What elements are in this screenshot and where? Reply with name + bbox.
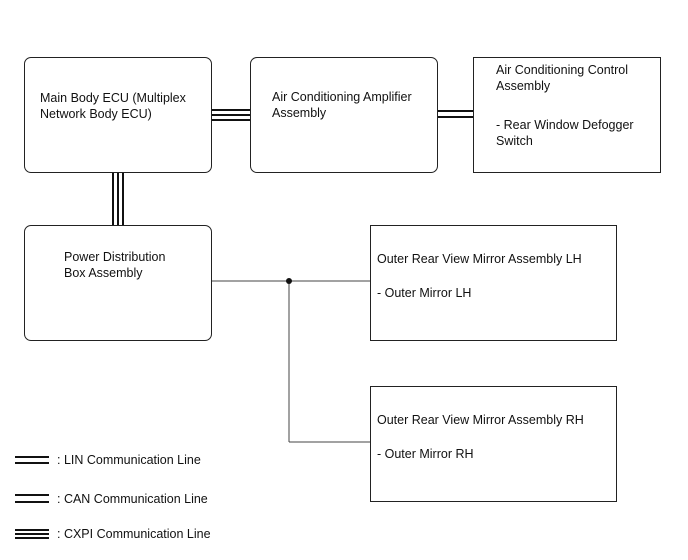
mirror-rh-box	[370, 386, 617, 502]
junction-dot	[286, 278, 292, 284]
ac-control-sub-1: - Rear Window Defogger	[496, 118, 634, 132]
legend-lin-swatch	[15, 456, 49, 464]
ac-amplifier-box	[250, 57, 438, 173]
legend-can-label: : CAN Communication Line	[57, 492, 208, 506]
signal-wire-mirrors	[212, 280, 370, 443]
ac-control-sub-2: Switch	[496, 134, 533, 148]
lin-line-amplifier-control	[437, 110, 473, 118]
legend-lin-label: : LIN Communication Line	[57, 453, 201, 467]
mirror-lh-title: Outer Rear View Mirror Assembly LH	[377, 252, 582, 266]
mirror-rh-title: Outer Rear View Mirror Assembly RH	[377, 413, 584, 427]
ac-amplifier-label-2: Assembly	[272, 106, 327, 120]
mirror-lh-box	[370, 225, 617, 341]
mirror-rh-sub: - Outer Mirror RH	[377, 447, 474, 461]
ac-control-label-1: Air Conditioning Control	[496, 63, 629, 77]
main-body-ecu-label-2: Network Body ECU)	[40, 107, 152, 121]
power-distribution-label-2: Box Assembly	[64, 266, 143, 280]
main-body-ecu-box	[24, 57, 212, 173]
ac-amplifier-label-1: Air Conditioning Amplifier	[272, 90, 412, 104]
power-distribution-box	[24, 225, 212, 341]
main-body-ecu-label-1: Main Body ECU (Multiplex	[40, 91, 186, 105]
legend-cxpi-label: : CXPI Communication Line	[57, 527, 211, 541]
cxpi-line-ecu-power-distribution	[112, 173, 124, 225]
legend-cxpi-swatch	[15, 529, 49, 539]
ac-control-label-2: Assembly	[496, 79, 551, 93]
ac-control-box	[473, 57, 661, 173]
legend-can-swatch	[15, 494, 49, 503]
cxpi-line-ecu-amplifier	[212, 109, 250, 121]
power-distribution-label-1: Power Distribution	[64, 250, 166, 264]
mirror-lh-sub: - Outer Mirror LH	[377, 286, 472, 300]
